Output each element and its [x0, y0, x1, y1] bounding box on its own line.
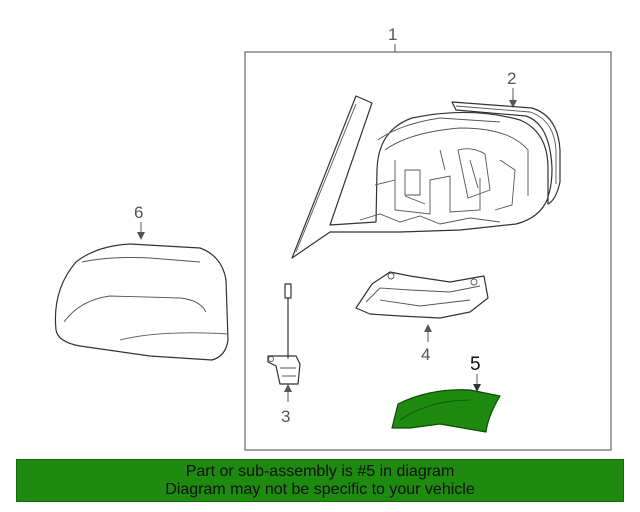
callout-6[interactable]: 6: [134, 203, 143, 222]
highlighted-part-5[interactable]: [391, 389, 501, 433]
callout-3[interactable]: 3: [281, 407, 290, 426]
leader-arrow-4: [424, 324, 432, 332]
mirror-cover[interactable]: [54, 243, 229, 361]
callout-2[interactable]: 2: [507, 69, 516, 88]
leader-arrow-5: [473, 384, 481, 392]
mirror-assembly[interactable]: [291, 95, 549, 259]
actuator-rod[interactable]: [267, 283, 301, 385]
leader-arrow-6: [137, 232, 145, 240]
mirror-glass[interactable]: [451, 101, 561, 205]
assembly-frame: [244, 51, 612, 451]
banner-line-1: Part or sub-assembly is #5 in diagram: [185, 462, 455, 480]
callout-5[interactable]: 5: [470, 354, 481, 375]
info-banner: Part or sub-assembly is #5 in diagram Di…: [16, 459, 624, 502]
turn-signal-lamp[interactable]: [355, 271, 489, 319]
banner-line-2: Diagram may not be specific to your vehi…: [165, 480, 475, 498]
callout-4[interactable]: 4: [421, 345, 430, 364]
callout-1[interactable]: 1: [388, 25, 397, 44]
leader-arrow-3: [284, 384, 292, 392]
parts-diagram: 1 2 3 4 5: [54, 25, 612, 451]
leader-arrow-2: [509, 100, 517, 108]
